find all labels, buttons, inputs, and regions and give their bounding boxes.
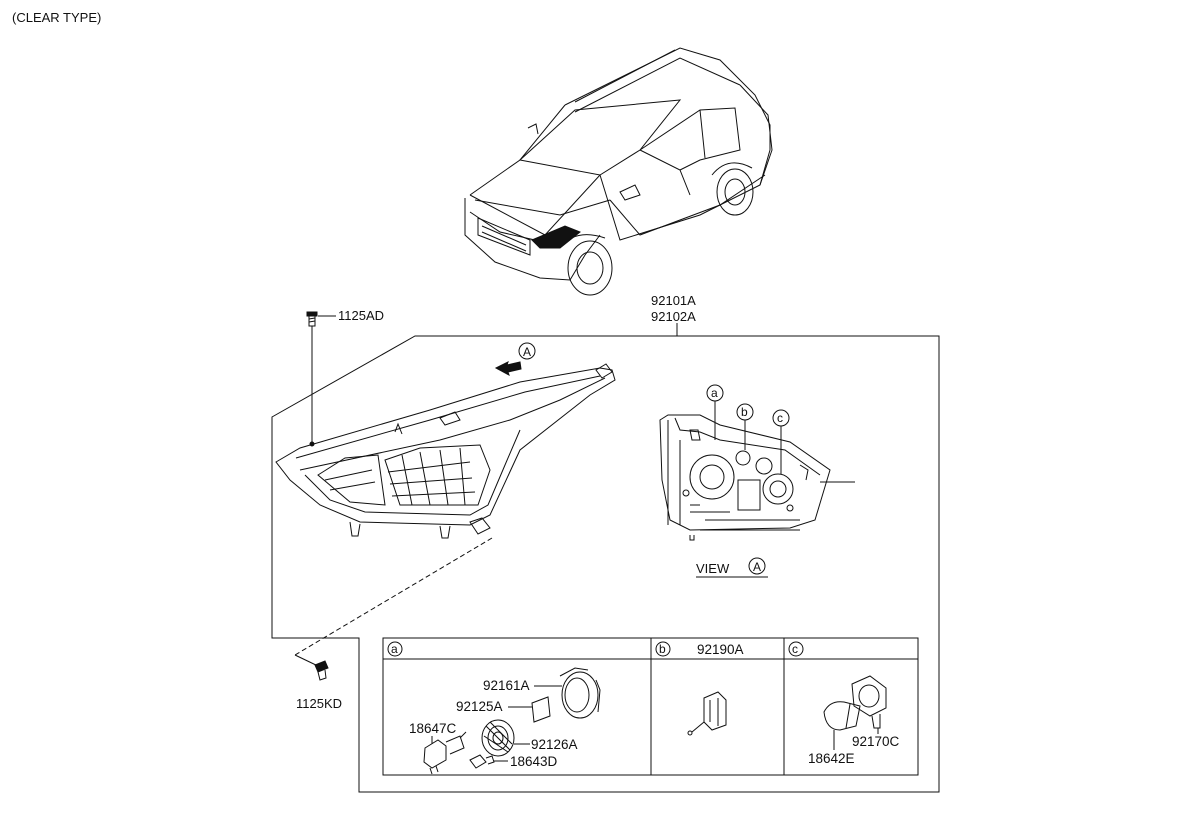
view-marker-label: A xyxy=(753,560,761,574)
part-number-1125ad[interactable]: 1125AD xyxy=(338,308,384,323)
headlamp-rear-illustration xyxy=(659,414,855,541)
part-number-92161a[interactable]: 92161A xyxy=(483,678,530,693)
vehicle-illustration xyxy=(464,47,773,296)
signal-socket-icon xyxy=(851,675,887,729)
small-bulb-icon xyxy=(469,754,495,769)
rear-marker-c: c xyxy=(777,411,783,425)
clear-type-label: (CLEAR TYPE) xyxy=(12,10,101,25)
part-number-92102a[interactable]: 92102A xyxy=(651,309,696,324)
section-b-marker-circle xyxy=(655,641,671,657)
part-number-92190a[interactable]: 92190A xyxy=(697,642,744,657)
view-label: VIEW xyxy=(696,561,730,576)
part-number-18647c[interactable]: 18647C xyxy=(409,721,457,736)
part-number-92125a[interactable]: 92125A xyxy=(456,699,503,714)
rear-marker-a: a xyxy=(711,386,718,400)
dust-cover-icon xyxy=(481,719,515,757)
signal-bulb-icon xyxy=(823,701,861,731)
screw-1125ad-icon xyxy=(306,311,318,327)
part-number-92126a[interactable]: 92126A xyxy=(531,737,578,752)
highlighted-headlamp xyxy=(531,225,581,249)
part-number-18643d[interactable]: 18643D xyxy=(510,754,558,769)
part-number-92170c[interactable]: 92170C xyxy=(852,734,900,749)
view-marker-circle xyxy=(748,557,766,575)
section-c-marker: c xyxy=(792,642,798,656)
screw-bottom-leader xyxy=(294,537,493,656)
part-number-18642e[interactable]: 18642E xyxy=(808,751,855,766)
assembly-frame xyxy=(271,335,940,793)
headlamp-bulb-icon xyxy=(423,731,467,775)
rear-marker-b: b xyxy=(741,405,748,419)
section-a-marker: a xyxy=(391,642,398,656)
detail-table xyxy=(382,637,919,776)
socket-cap-icon xyxy=(559,667,601,719)
headlamp-front-illustration xyxy=(275,363,616,539)
part-number-92101a[interactable]: 92101A xyxy=(651,293,696,308)
section-c-marker-circle xyxy=(788,641,804,657)
part-number-1125kd[interactable]: 1125KD xyxy=(296,696,342,711)
arrow-marker-circle xyxy=(518,342,536,360)
arrow-marker-label: A xyxy=(523,345,531,359)
actuator-icon xyxy=(687,691,727,736)
gasket-icon xyxy=(531,696,551,723)
screw-1125kd-icon xyxy=(314,660,329,681)
section-a-marker-circle xyxy=(387,641,403,657)
view-arrow-icon xyxy=(494,361,522,377)
section-b-marker: b xyxy=(659,642,666,656)
